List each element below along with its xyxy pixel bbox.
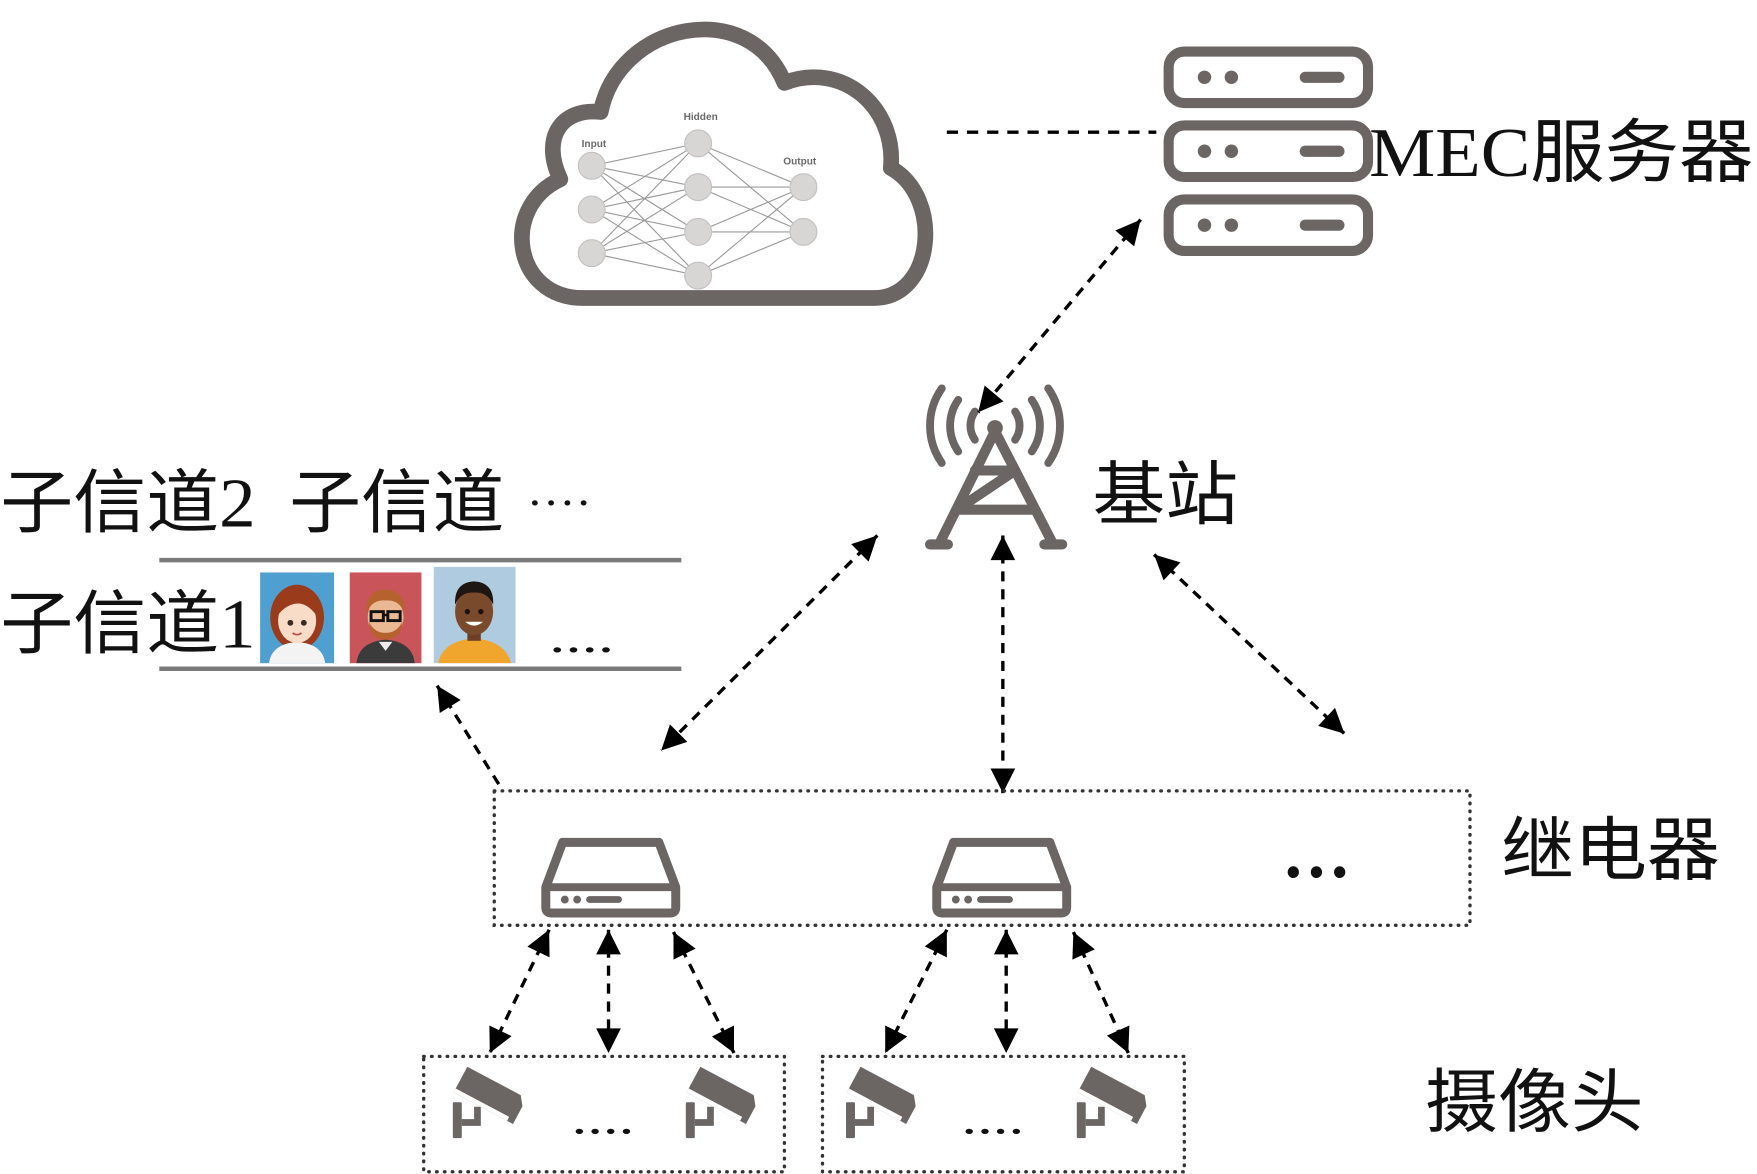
- arrow-server-basestation: [976, 218, 1142, 414]
- subchannel-row1-ellipsis: ....: [549, 612, 614, 662]
- neural-network: [577, 129, 818, 290]
- arrow-router1-camera-c: [671, 931, 736, 1054]
- arrow-router2-camera-c: [1071, 931, 1130, 1054]
- relay-router-icon-1: [541, 837, 681, 918]
- nn-edge-input3-hidden1: [591, 142, 699, 254]
- arrow-basestation-relay-right: [1152, 553, 1346, 735]
- nn-node-output-1: [789, 173, 818, 202]
- nn-edge-input2-hidden1: [591, 142, 699, 210]
- camera-icon-2: [685, 1066, 756, 1139]
- nn-node-hidden-2: [684, 173, 713, 202]
- nn-node-input-1: [577, 151, 606, 180]
- subchannel-1-label: 子信道1: [0, 586, 255, 663]
- nn-edge-input3-hidden4: [591, 252, 699, 277]
- camera-group-2-ellipsis: ....: [961, 1094, 1024, 1144]
- tower-frame: [924, 426, 1068, 550]
- subchannel-2-label: 子信道2: [0, 466, 255, 543]
- nn-hidden-label: Hidden: [684, 112, 718, 123]
- relay-ellipsis: ···: [1282, 832, 1351, 912]
- nn-input-label: Input: [582, 139, 607, 150]
- camera-icon-4: [1076, 1066, 1147, 1139]
- subchannel-row2-ellipsis: ····: [527, 478, 592, 528]
- avatar-2: [349, 572, 422, 664]
- server-unit-1: [1163, 46, 1374, 109]
- arrow-relay-subchannel: [435, 684, 501, 786]
- avatar-3: [433, 566, 516, 664]
- camera-label: 摄像头: [1425, 1065, 1643, 1142]
- nn-edge-hidden1-output1: [697, 142, 804, 188]
- nn-edge-input1-hidden1: [591, 142, 699, 167]
- server-icon: [1163, 46, 1374, 256]
- nn-node-hidden-1: [684, 129, 713, 158]
- camera-group-1-ellipsis: ....: [572, 1094, 635, 1144]
- nn-edge-hidden4-output1: [697, 186, 804, 277]
- nn-edge-hidden4-output2: [697, 231, 804, 277]
- cloud-icon: Input Hidden Output: [514, 21, 934, 306]
- nn-node-input-3: [577, 239, 606, 268]
- camera-icon-3: [846, 1066, 916, 1139]
- camera-group-box-2: [820, 1054, 1187, 1174]
- nn-edge-hidden3-output1: [697, 186, 804, 233]
- camera-icon-1: [452, 1066, 523, 1139]
- subchannel-next-label: 子信道: [289, 466, 504, 543]
- nn-node-hidden-4: [684, 261, 713, 290]
- arrow-router2-camera-a: [883, 929, 949, 1054]
- relay-label: 继电器: [1501, 813, 1719, 890]
- nn-output-label: Output: [783, 157, 817, 168]
- base-station-tower-icon: [924, 384, 1068, 550]
- relay-group-box: [492, 789, 1472, 927]
- nn-node-input-2: [577, 195, 606, 224]
- arrow-basestation-relay-left: [659, 534, 879, 752]
- avatar-1: [260, 572, 335, 664]
- relay-router-icon-2: [932, 837, 1072, 918]
- nn-node-hidden-3: [684, 217, 713, 246]
- server-unit-2: [1163, 120, 1374, 183]
- server-label: MEC服务器: [1369, 115, 1753, 192]
- nn-node-output-2: [789, 217, 818, 246]
- nn-edge-input3-hidden3: [591, 231, 699, 254]
- arrow-router1-camera-a: [488, 929, 551, 1054]
- base-station-label: 基站: [1092, 458, 1238, 535]
- nn-edge-input3-hidden2: [591, 186, 699, 254]
- camera-group-box-1: [422, 1054, 787, 1174]
- server-unit-3: [1163, 194, 1374, 256]
